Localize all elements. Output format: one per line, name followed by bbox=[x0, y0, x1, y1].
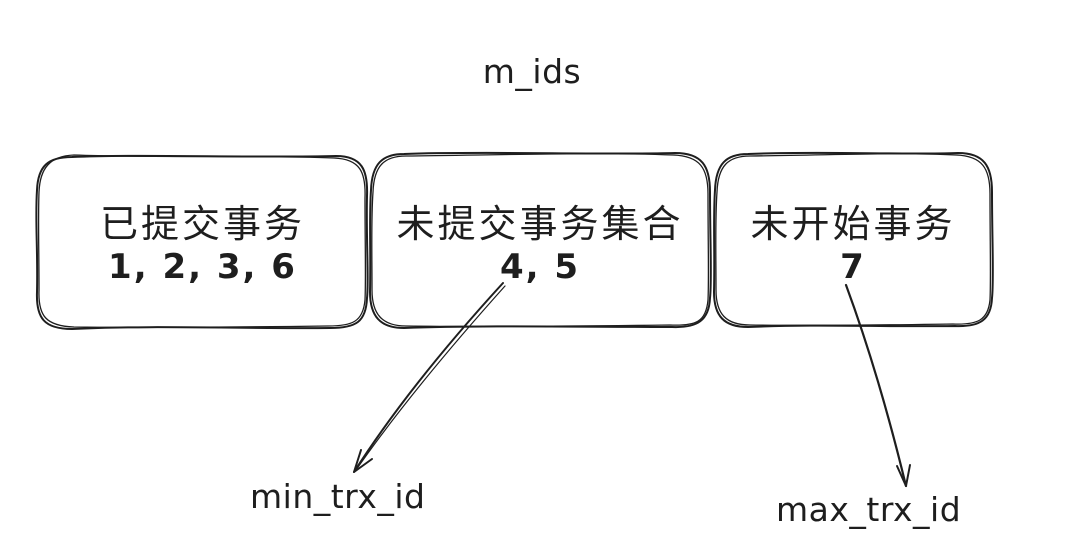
not-started-transactions-title: 未开始事务 bbox=[750, 202, 956, 246]
committed-box-outline bbox=[35, 154, 369, 331]
max-trx-id-arrow bbox=[844, 283, 911, 488]
committed-transaction-ids: 1, 2, 3, 6 bbox=[108, 247, 297, 287]
uncommitted-transactions-title: 未提交事务集合 bbox=[396, 202, 684, 246]
min-trx-id-label: min_trx_id bbox=[250, 477, 426, 516]
not-started-transaction-ids: 7 bbox=[840, 247, 866, 287]
uncommitted-box-outline bbox=[368, 151, 712, 330]
min-trx-id-arrow bbox=[353, 282, 506, 473]
uncommitted-transaction-ids: 4, 5 bbox=[499, 247, 581, 287]
committed-transactions-title: 已提交事务 bbox=[99, 202, 305, 246]
m-ids-label: m_ids bbox=[482, 52, 582, 91]
not-started-box-outline bbox=[712, 151, 994, 329]
max-trx-id-label: max_trx_id bbox=[776, 490, 962, 529]
